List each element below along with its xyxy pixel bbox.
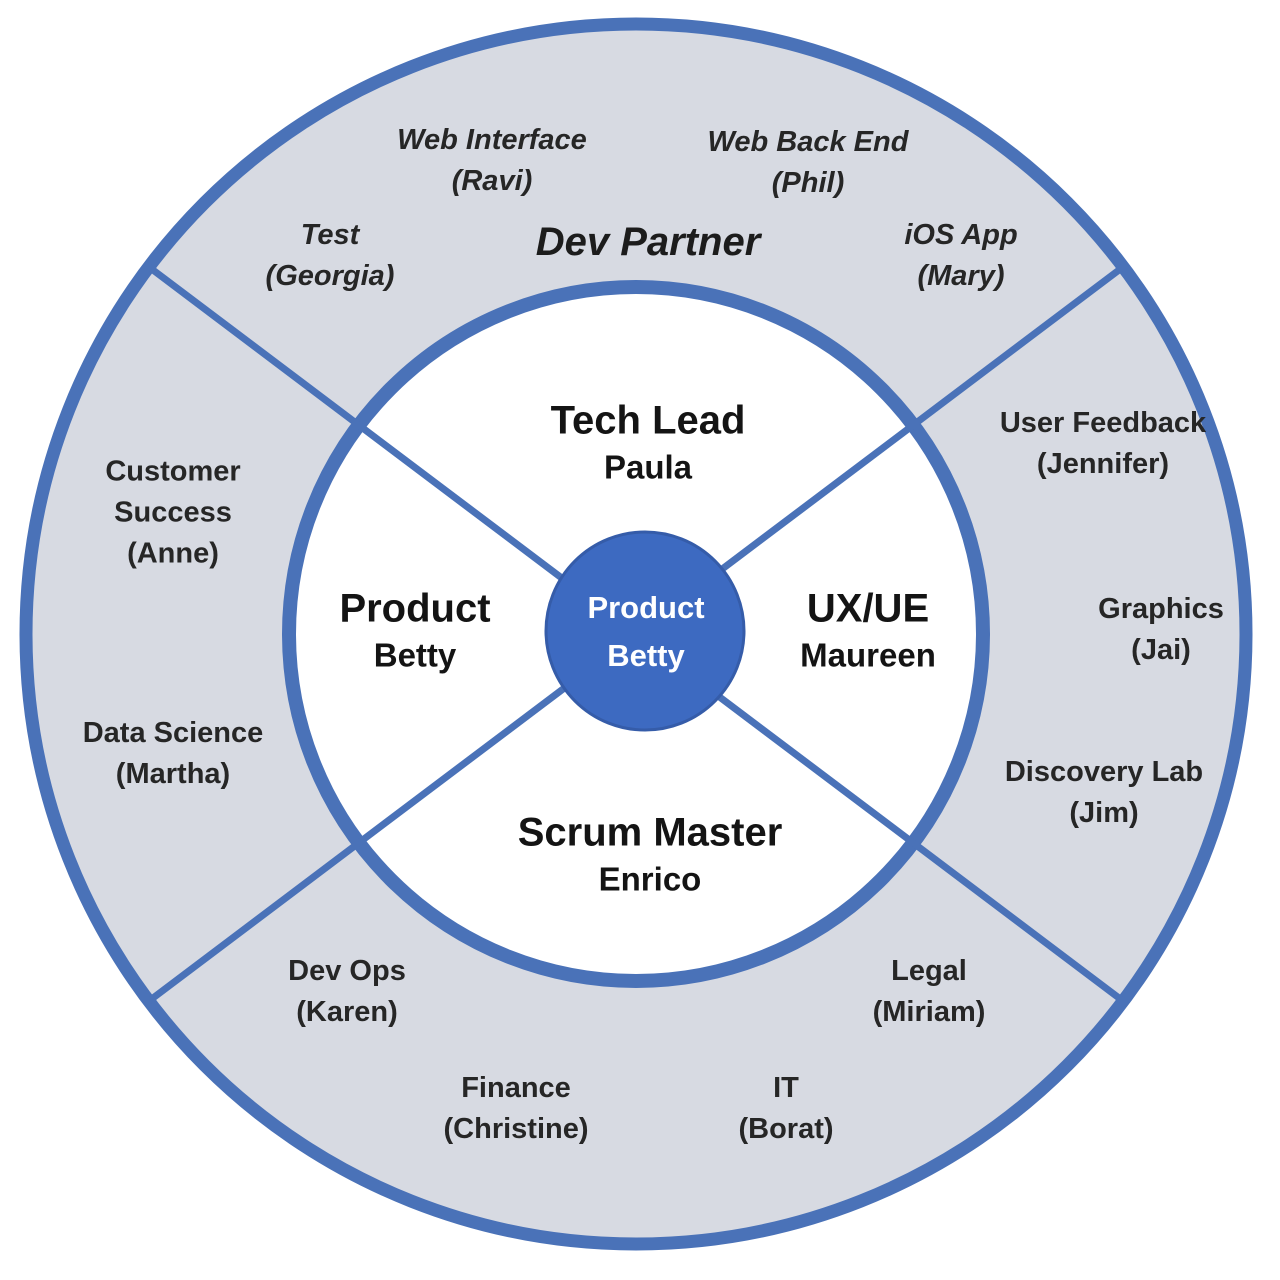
outer-item-person: (Martha) <box>115 758 231 790</box>
outer-item-person: (Ravi) <box>451 165 533 197</box>
outer-item-label: Web Interface <box>397 124 587 156</box>
outer-item-label: Web Back End <box>707 126 909 158</box>
outer-item-person: (Jennifer) <box>1036 448 1170 480</box>
quadrant-role: Scrum Master <box>517 810 783 855</box>
divider-line-bottom-left <box>146 631 639 1004</box>
quadrant-ux-ue: UX/UE Maureen <box>800 585 936 678</box>
outer-item-person: (Georgia) <box>265 260 395 292</box>
outer-item-it: IT (Borat) <box>738 1068 833 1150</box>
outer-item-person: (Anne) <box>127 537 219 570</box>
quadrant-tech-lead: Tech Lead Paula <box>551 397 746 490</box>
outer-item-label: IT <box>773 1072 799 1104</box>
outer-item-person: (Miriam) <box>872 996 986 1028</box>
outer-item-person: (Karen) <box>296 996 398 1028</box>
outer-item-label: Data Science <box>82 717 264 749</box>
outer-item-person: (Borat) <box>738 1113 834 1145</box>
center-role: Product <box>587 590 705 625</box>
outer-item-person: (Jim) <box>1069 797 1139 829</box>
quadrant-name: Maureen <box>800 636 936 674</box>
outer-item-test: Test (Georgia) <box>266 215 395 297</box>
outer-item-label: iOS App <box>904 219 1018 251</box>
outer-item-graphics: Graphics (Jai) <box>1098 589 1224 671</box>
center-name: Betty <box>607 638 685 673</box>
quadrant-product: Product Betty <box>339 585 490 678</box>
center-circle <box>544 530 746 732</box>
quadrant-role: Product <box>339 586 491 631</box>
outer-item-person: (Jai) <box>1131 634 1191 666</box>
outer-item-label: Test <box>300 219 360 251</box>
outer-item-discovery-lab: Discovery Lab (Jim) <box>1005 752 1203 834</box>
outer-item-person: (Christine) <box>443 1113 589 1145</box>
quadrant-name: Enrico <box>598 860 702 898</box>
outer-item-customer-success: Customer Success (Anne) <box>61 452 286 575</box>
outer-item-label: Finance <box>461 1072 571 1104</box>
outer-item-label: Legal <box>891 955 967 987</box>
quadrant-role: UX/UE <box>806 586 930 631</box>
outer-item-label: Dev Ops <box>288 955 406 987</box>
center-circle-label: Product Betty <box>587 584 704 680</box>
outer-item-legal: Legal (Miriam) <box>873 951 986 1033</box>
outer-item-ios-app: iOS App (Mary) <box>904 215 1017 297</box>
outer-item-web-back-end: Web Back End (Phil) <box>708 122 909 204</box>
outer-item-finance: Finance (Christine) <box>444 1068 589 1150</box>
quadrant-role: Tech Lead <box>550 398 746 443</box>
divider-line-top-left <box>146 264 639 637</box>
outer-item-label: User Feedback <box>999 407 1207 439</box>
outer-item-web-interface: Web Interface (Ravi) <box>397 120 587 202</box>
outer-item-label: Customer Success <box>105 455 241 529</box>
quadrant-scrum-master: Scrum Master Enrico <box>518 809 783 902</box>
outer-item-label: Graphics <box>1098 593 1224 625</box>
outer-item-dev-ops: Dev Ops (Karen) <box>288 951 406 1033</box>
outer-item-data-science: Data Science (Martha) <box>83 713 264 795</box>
outer-item-user-feedback: User Feedback (Jennifer) <box>1000 403 1206 485</box>
quadrant-name: Betty <box>373 636 457 674</box>
quadrant-name: Paula <box>603 448 693 486</box>
outer-item-person: (Mary) <box>917 260 1005 292</box>
outer-item-person: (Phil) <box>771 167 845 199</box>
dev-partner-sector-title: Dev Partner <box>535 220 761 264</box>
outer-item-label: Discovery Lab <box>1004 756 1204 788</box>
